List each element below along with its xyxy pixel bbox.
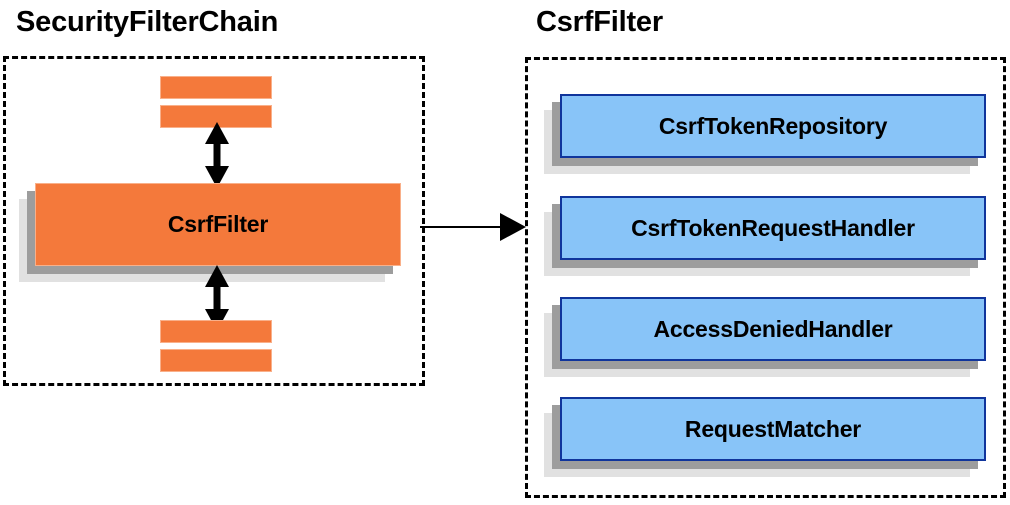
node-face: AccessDeniedHandler	[560, 297, 986, 361]
connector-arrow-right-icon	[420, 213, 526, 241]
node-label: AccessDeniedHandler	[653, 315, 893, 342]
node-face: CsrfTokenRequestHandler	[560, 196, 986, 260]
node-label: RequestMatcher	[684, 415, 862, 442]
node-label: CsrfTokenRequestHandler	[631, 214, 915, 241]
double-arrow-above-icon	[205, 122, 229, 188]
node-access-denied-handler[interactable]: AccessDeniedHandler	[544, 297, 986, 377]
filter-stub-below-2	[160, 349, 272, 372]
page-title-csrf-filter: CsrfFilter	[536, 6, 663, 38]
node-label: CsrfTokenRepository	[658, 112, 888, 139]
node-csrf-token-repository[interactable]: CsrfTokenRepository	[544, 94, 986, 174]
panel-csrf-filter	[525, 57, 1006, 498]
filter-stub-below-1	[160, 320, 272, 343]
node-csrf-token-request-handler[interactable]: CsrfTokenRequestHandler	[544, 196, 986, 276]
node-request-matcher[interactable]: RequestMatcher	[544, 397, 986, 477]
panel-security-filter-chain	[3, 56, 425, 386]
node-label: CsrfFilter	[167, 211, 269, 237]
node-face: RequestMatcher	[560, 397, 986, 461]
node-face: CsrfTokenRepository	[560, 94, 986, 158]
node-csrf-filter[interactable]: CsrfFilter	[19, 183, 401, 282]
filter-stub-above-1	[160, 76, 272, 99]
page-title-security-filter-chain: SecurityFilterChain	[16, 6, 279, 38]
node-face: CsrfFilter	[35, 183, 401, 266]
